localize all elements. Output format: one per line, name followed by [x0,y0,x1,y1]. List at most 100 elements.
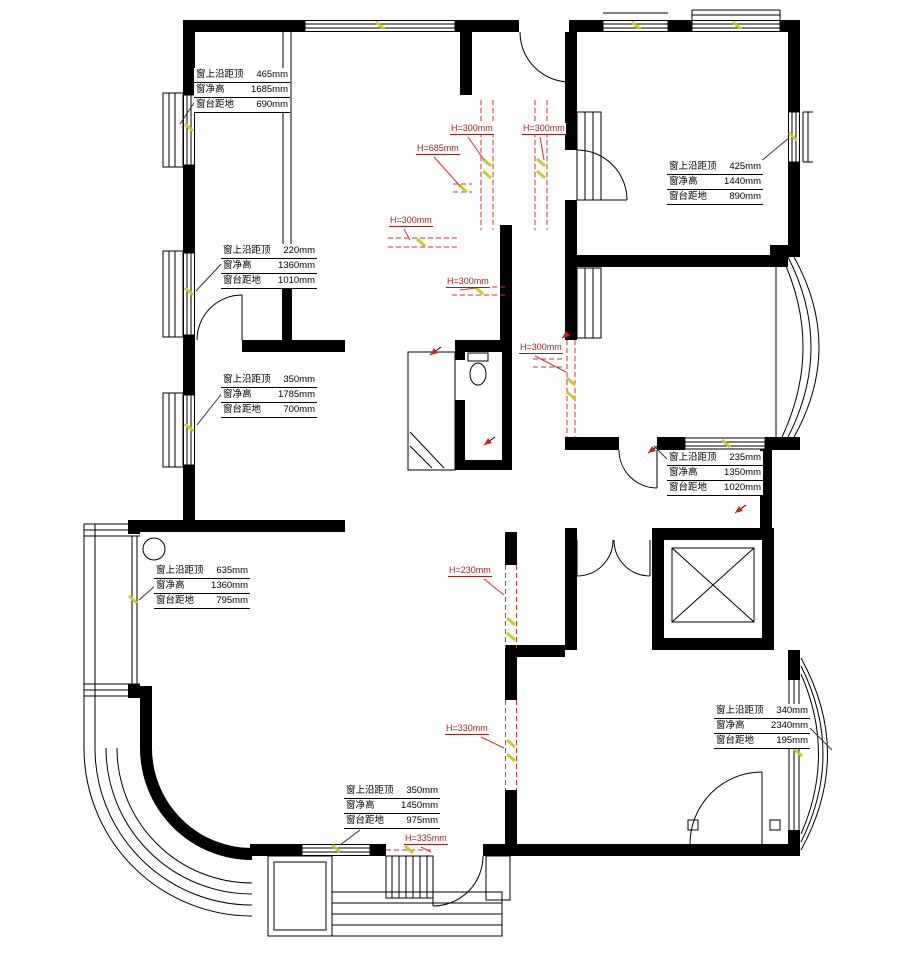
beam-height-label: H=330mm [445,723,489,735]
annotation-value: 1020mm [724,482,761,493]
beam-dashed-lines [386,100,576,851]
annotation-value: 350mm [406,785,438,796]
annotation-label: 窗净高 [223,389,252,400]
annotation-row: 窗净高 1360mm [221,259,317,274]
annotation-value: 795mm [216,595,248,606]
annotation-label: 窗净高 [716,720,745,731]
annotation-value: 1350mm [724,467,761,478]
beam-height-label: H=335mm [404,833,448,845]
annotation-value: 1360mm [278,260,315,271]
curved-corner-wall [140,747,253,860]
annotation-value: 975mm [406,815,438,826]
annotation-row: 窗上沿距顶 220mm [221,244,317,259]
annotation-row: 窗上沿距顶 350mm [221,373,317,388]
annotation-label: 窗台距地 [346,815,385,826]
annotation-row: 窗台距地 195mm [714,734,810,749]
annotation-label: 窗净高 [196,84,225,95]
annotation-value: 635mm [216,565,248,576]
annotation-leaders [138,99,833,846]
annotation-value: 1785mm [278,389,315,400]
window-annotation-left-middle: 窗上沿距顶 350mm 窗净高 1785mm 窗台距地 700mm [221,373,317,418]
section-markers [429,329,747,514]
annotation-label: 窗台距地 [223,275,262,286]
annotation-label: 窗上沿距顶 [669,161,717,172]
window-annotation-bottom-right: 窗上沿距顶 340mm 窗净高 2340mm 窗台距地 195mm [714,704,810,749]
beam-height-label: H=300mm [389,215,433,227]
beam-height-label: H=300mm [522,123,566,135]
annotation-row: 窗台距地 890mm [667,190,763,205]
annotation-row: 窗净高 1785mm [221,388,317,403]
annotation-value: 1360mm [211,580,248,591]
annotation-label: 窗净高 [223,260,252,271]
annotation-value: 195mm [776,735,808,746]
annotation-value: 1440mm [724,176,761,187]
annotation-value: 340mm [776,705,808,716]
annotation-value: 220mm [283,245,315,256]
annotation-row: 窗台距地 1020mm [667,481,763,496]
annotation-label: 窗上沿距顶 [223,374,271,385]
exterior-walls [128,20,800,856]
annotation-label: 窗净高 [669,176,698,187]
annotation-label: 窗上沿距顶 [223,245,271,256]
annotation-row: 窗上沿距顶 635mm [154,564,250,579]
annotation-row: 窗上沿距顶 465mm [194,68,290,83]
annotation-row: 窗台距地 1010mm [221,274,317,289]
annotation-value: 235mm [729,452,761,463]
annotation-label: 窗上沿距顶 [669,452,717,463]
column [142,537,166,561]
annotation-value: 700mm [283,404,315,415]
annotation-row: 窗台距地 690mm [194,98,290,113]
annotation-label: 窗台距地 [716,735,755,746]
annotation-value: 425mm [729,161,761,172]
annotation-label: 窗台距地 [669,482,708,493]
beam-height-label: H=300mm [519,342,563,354]
highlight-ticks [128,20,803,855]
annotation-row: 窗净高 1685mm [194,83,290,98]
annotation-value: 1010mm [278,275,315,286]
annotation-row: 窗净高 1350mm [667,466,763,481]
annotation-row: 窗净高 2340mm [714,719,810,734]
window-annotation-left-upper: 窗上沿距顶 220mm 窗净高 1360mm 窗台距地 1010mm [221,244,317,289]
door-stops [687,819,781,831]
annotation-value: 2340mm [771,720,808,731]
annotation-label: 窗净高 [346,800,375,811]
beam-height-label: H=685mm [416,143,460,155]
annotation-row: 窗台距地 700mm [221,403,317,418]
beam-height-label: H=300mm [446,276,490,288]
annotation-row: 窗上沿距顶 235mm [667,451,763,466]
annotation-label: 窗上沿距顶 [196,69,244,80]
annotation-row: 窗台距地 975mm [344,814,440,829]
windows [162,9,813,856]
annotation-row: 窗上沿距顶 425mm [667,160,763,175]
annotation-label: 窗台距地 [669,191,708,202]
bathroom-fixtures [407,351,489,471]
annotation-value: 465mm [256,69,288,80]
annotation-value: 350mm [283,374,315,385]
annotation-label: 窗净高 [156,580,185,591]
annotation-row: 窗净高 1450mm [344,799,440,814]
annotation-value: 690mm [256,99,288,110]
stairs [267,855,511,937]
annotation-value: 1685mm [251,84,288,95]
window-annotation-right-middle: 窗上沿距顶 235mm 窗净高 1350mm 窗台距地 1020mm [667,451,763,496]
annotation-label: 窗上沿距顶 [716,705,764,716]
annotation-row: 窗上沿距顶 340mm [714,704,810,719]
annotation-value: 890mm [729,191,761,202]
annotation-row: 窗净高 1440mm [667,175,763,190]
annotation-label: 窗台距地 [223,404,262,415]
annotation-label: 窗台距地 [196,99,235,110]
annotation-label: 窗上沿距顶 [156,565,204,576]
elevator-shaft [652,528,774,650]
annotation-value: 1450mm [401,800,438,811]
beam-height-label: H=300mm [450,123,494,135]
beam-height-label: H=230mm [448,565,492,577]
annotation-row: 窗净高 1360mm [154,579,250,594]
annotation-label: 窗净高 [669,467,698,478]
window-annotation-top-left: 窗上沿距顶 465mm 窗净高 1685mm 窗台距地 690mm [194,68,290,113]
